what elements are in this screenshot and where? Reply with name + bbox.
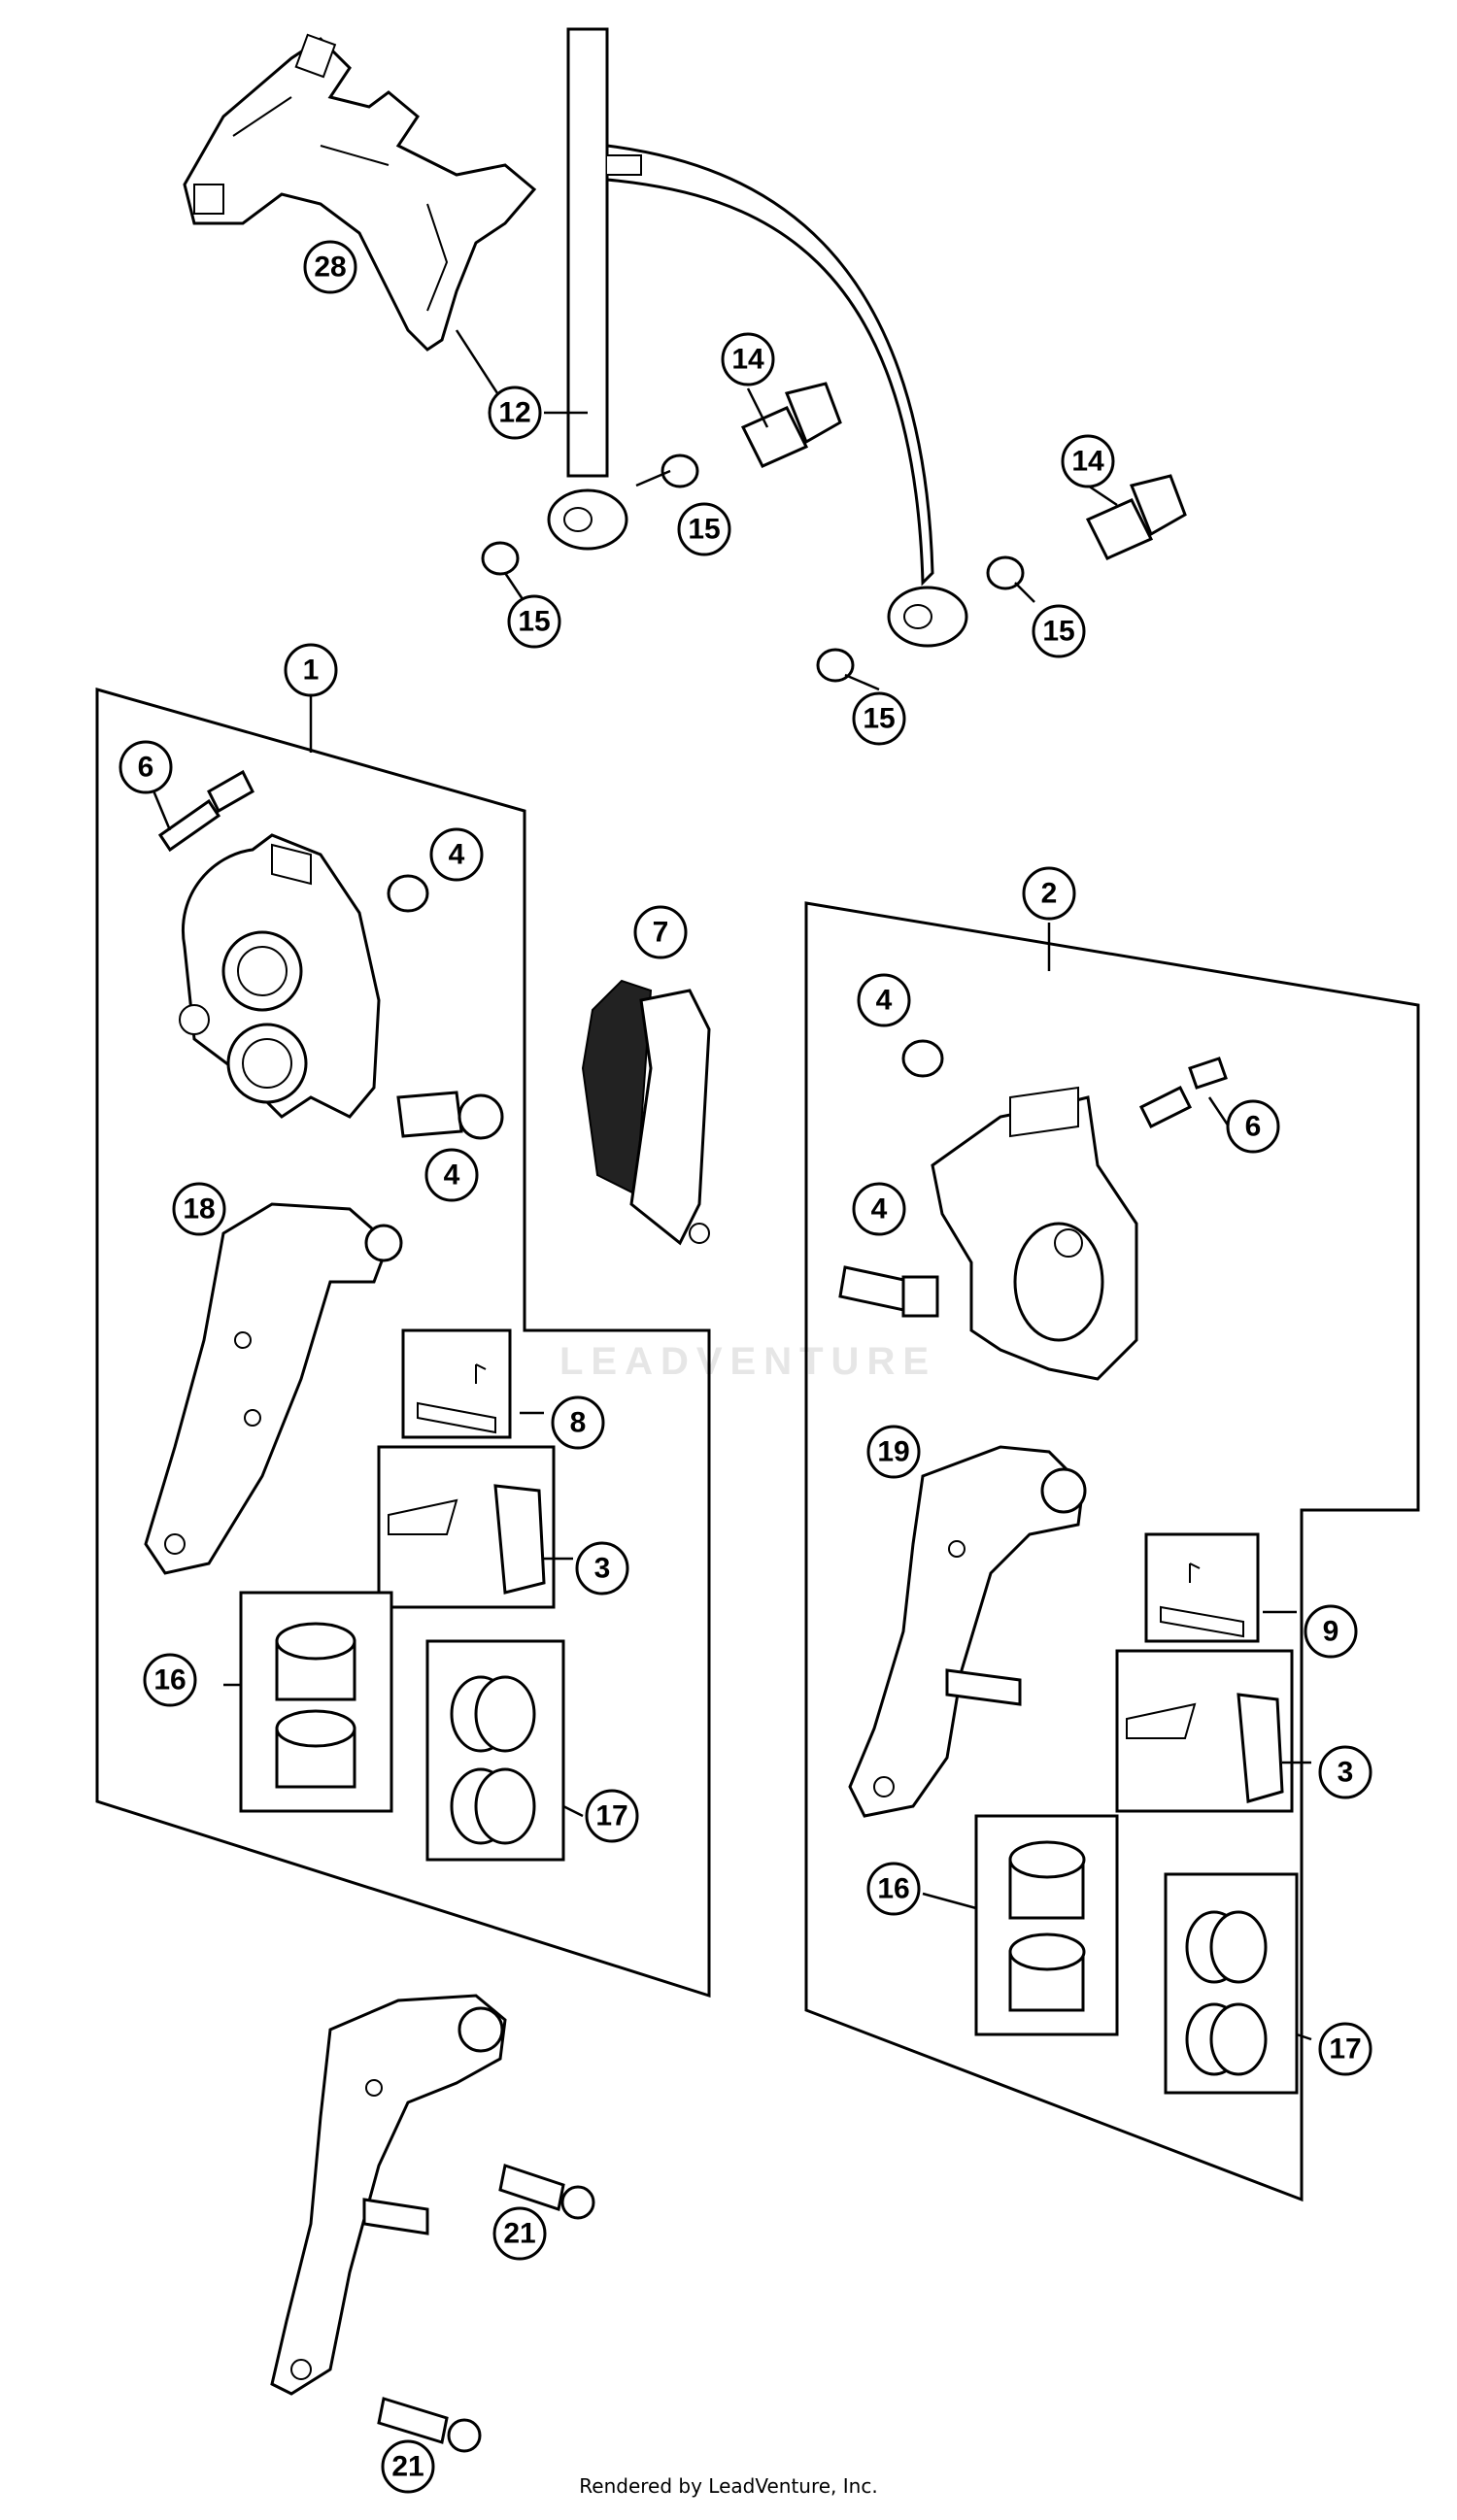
- brake-line-holder: [183, 33, 537, 352]
- svg-text:28: 28: [314, 252, 346, 284]
- brake-hose: [481, 27, 1187, 683]
- svg-text:12: 12: [498, 397, 530, 429]
- callout-14a: 14: [721, 332, 775, 386]
- callout-6a: 6: [119, 740, 173, 794]
- render-credit: Rendered by LeadVenture, Inc.: [579, 2474, 878, 2498]
- svg-text:4: 4: [449, 839, 465, 871]
- svg-text:4: 4: [876, 985, 893, 1017]
- callout-9: 9: [1304, 1604, 1358, 1659]
- svg-text:21: 21: [391, 2451, 424, 2483]
- svg-text:3: 3: [1338, 1757, 1354, 1789]
- svg-text:16: 16: [877, 1873, 909, 1905]
- bleeder-valve-right: [1138, 1057, 1228, 1129]
- svg-text:6: 6: [138, 752, 154, 784]
- svg-text:8: 8: [570, 1407, 587, 1439]
- callout-21a: 21: [492, 2206, 547, 2261]
- svg-text:19: 19: [877, 1436, 909, 1468]
- svg-text:15: 15: [863, 703, 895, 735]
- callout-4b: 4: [424, 1148, 479, 1202]
- callout-21b: 21: [381, 2439, 435, 2494]
- brake-pads: [581, 979, 711, 1246]
- svg-text:14: 14: [1071, 446, 1104, 478]
- svg-text:14: 14: [731, 344, 764, 376]
- bolt-21-upper: [498, 2164, 595, 2220]
- callout-18: 18: [172, 1182, 226, 1236]
- pad-kit-box-3-left: [377, 1445, 556, 1609]
- callout-3a: 3: [575, 1541, 629, 1596]
- svg-text:15: 15: [1042, 616, 1074, 648]
- callout-16a: 16: [143, 1653, 197, 1707]
- callout-4c: 4: [857, 973, 911, 1027]
- callout-15c: 15: [1032, 604, 1086, 658]
- svg-text:7: 7: [653, 917, 669, 949]
- watermark: LEADVENTURE: [559, 1340, 937, 1383]
- caliper-assembly-panel-2: [804, 901, 1420, 2202]
- pad-kit-box-3-right: [1115, 1649, 1294, 1813]
- caliper-bracket-19: [848, 1445, 1087, 1818]
- piston-box-16-left: [239, 1591, 393, 1813]
- svg-text:9: 9: [1323, 1616, 1339, 1648]
- guide-pin-right: [838, 1039, 944, 1318]
- seal-box-17-left: [425, 1639, 565, 1862]
- bolt-21-lower: [377, 2397, 482, 2453]
- callout-8: 8: [551, 1395, 605, 1450]
- callout-6b: 6: [1226, 1099, 1280, 1154]
- svg-text:15: 15: [688, 514, 720, 546]
- svg-text:21: 21: [503, 2218, 535, 2250]
- seal-box-17-right: [1164, 1872, 1299, 2095]
- svg-text:6: 6: [1245, 1111, 1262, 1143]
- svg-text:3: 3: [594, 1553, 611, 1585]
- bleeder-valve-left: [157, 769, 254, 853]
- guide-pin-left: [387, 874, 504, 1140]
- callout-12: 12: [488, 386, 542, 440]
- callout-28: 28: [303, 240, 357, 294]
- callout-19: 19: [866, 1425, 921, 1479]
- pin-kit-box-9: [1144, 1532, 1260, 1643]
- callout-15d: 15: [852, 691, 906, 746]
- callout-7: 7: [633, 905, 688, 959]
- callout-2: 2: [1022, 866, 1076, 921]
- callout-4a: 4: [429, 827, 484, 882]
- svg-text:17: 17: [1329, 2033, 1361, 2066]
- svg-text:18: 18: [183, 1193, 215, 1226]
- callout-14b: 14: [1061, 434, 1115, 488]
- svg-text:15: 15: [518, 606, 550, 638]
- left-caliper: [179, 833, 381, 1119]
- caliper-assembly-panel-1: [95, 688, 711, 1999]
- piston-box-16-right: [974, 1814, 1119, 2036]
- svg-text:2: 2: [1041, 878, 1058, 910]
- callout-3b: 3: [1318, 1745, 1372, 1799]
- callout-17b: 17: [1318, 2022, 1372, 2076]
- callout-1: 1: [284, 643, 338, 697]
- svg-text:16: 16: [153, 1664, 186, 1697]
- svg-text:1: 1: [303, 655, 320, 687]
- pin-kit-box-8: [401, 1328, 512, 1439]
- callout-15b: 15: [507, 594, 561, 649]
- caliper-bracket-lower: [270, 1994, 507, 2396]
- caliper-bracket-18: [144, 1202, 403, 1575]
- svg-text:4: 4: [871, 1193, 888, 1226]
- callout-15a: 15: [677, 502, 731, 556]
- svg-text:17: 17: [595, 1800, 627, 1832]
- callout-17a: 17: [585, 1789, 639, 1843]
- callout-4d: 4: [852, 1182, 906, 1236]
- svg-text:4: 4: [444, 1159, 460, 1192]
- callout-16b: 16: [866, 1862, 921, 1916]
- right-caliper: [931, 1086, 1138, 1381]
